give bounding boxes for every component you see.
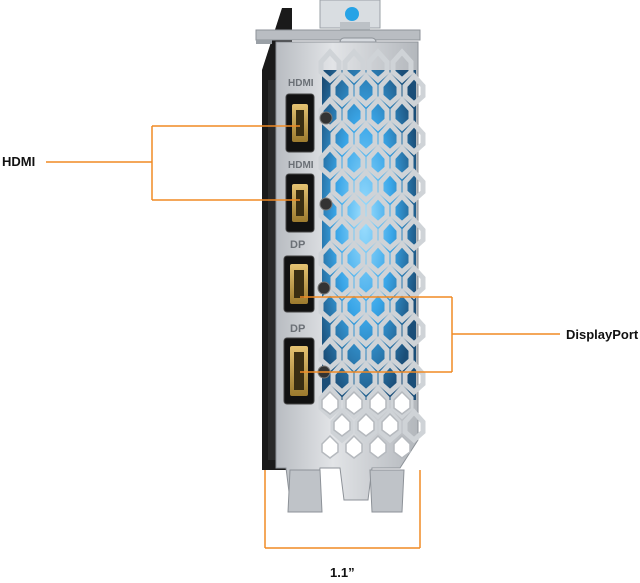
- vent-cell: [318, 48, 342, 84]
- vent-cell: [402, 312, 426, 348]
- hdmi-port-top: [285, 93, 333, 153]
- vent-cell: [342, 96, 366, 132]
- vent-cell: [354, 408, 378, 444]
- vent-cell: [342, 192, 366, 228]
- vent-cell: [390, 288, 414, 324]
- dp-callout-lines: [300, 296, 560, 373]
- hdmi-marking-bottom: HDMI: [288, 160, 314, 171]
- vent-cell: [393, 434, 411, 459]
- vent-cell: [366, 144, 390, 180]
- vent-cell: [369, 434, 387, 459]
- displayport-callout-label: DisplayPort: [566, 327, 639, 342]
- vent-cell: [318, 288, 342, 324]
- hdmi-port-bottom: [285, 173, 333, 233]
- vent-cell: [390, 48, 414, 84]
- vent-cell: [354, 72, 378, 108]
- vent-cell: [366, 96, 390, 132]
- vent-cell: [390, 96, 414, 132]
- vent-cell: [318, 192, 342, 228]
- vent-cell: [378, 408, 402, 444]
- vent-cell: [378, 72, 402, 108]
- vent-cell: [366, 240, 390, 276]
- vent-cell: [366, 288, 390, 324]
- vent-cell: [402, 168, 426, 204]
- vent-cell: [354, 312, 378, 348]
- vent-cell: [342, 240, 366, 276]
- vent-cell: [357, 412, 375, 437]
- vent-cell: [330, 264, 354, 300]
- vent-cell: [366, 336, 390, 372]
- vent-cell: [333, 412, 351, 437]
- vent-cell: [330, 312, 354, 348]
- vent-cell: [318, 144, 342, 180]
- vent-cell: [318, 336, 342, 372]
- vent-cell: [354, 264, 378, 300]
- vent-cell: [342, 288, 366, 324]
- vent-cell: [366, 48, 390, 84]
- vent-cell: [378, 216, 402, 252]
- vent-cell: [321, 390, 339, 415]
- vent-cell: [402, 264, 426, 300]
- vent-cell: [321, 434, 339, 459]
- vent-cell: [369, 390, 387, 415]
- dp-marking-bottom: DP: [290, 323, 305, 335]
- displayport-bottom: [283, 337, 331, 405]
- vent-cell: [330, 408, 354, 444]
- vent-grid: [318, 48, 426, 459]
- vent-cell: [342, 144, 366, 180]
- vent-cell: [402, 408, 426, 444]
- vent-cell: [330, 360, 354, 396]
- vent-cell: [390, 384, 414, 420]
- vent-cell: [342, 48, 366, 84]
- vent-cell: [345, 390, 363, 415]
- vent-cell: [378, 312, 402, 348]
- vent-cell: [378, 168, 402, 204]
- vent-cell: [378, 264, 402, 300]
- displayport-top: [283, 255, 331, 313]
- vent-cell: [354, 360, 378, 396]
- hdmi-marking-top: HDMI: [288, 78, 314, 89]
- vent-cell: [330, 120, 354, 156]
- bracket-bottom-tabs: [287, 469, 405, 513]
- hdmi-callout-lines: [46, 125, 300, 201]
- hdmi-callout-label: HDMI: [2, 154, 36, 169]
- vent-cell: [390, 192, 414, 228]
- vent-cell: [318, 240, 342, 276]
- vent-cell: [378, 120, 402, 156]
- vent-cell: [330, 72, 354, 108]
- dp-marking-top: DP: [290, 239, 305, 251]
- vent-cell: [393, 390, 411, 415]
- vent-cell: [381, 412, 399, 437]
- width-dimension-lines: [264, 470, 421, 549]
- vent-cell: [390, 336, 414, 372]
- bracket-width-label: 1.1”: [330, 565, 355, 580]
- vent-cell: [354, 216, 378, 252]
- vent-cell: [390, 144, 414, 180]
- vent-cell: [330, 168, 354, 204]
- vent-cell: [402, 72, 426, 108]
- vent-cell: [390, 240, 414, 276]
- vent-cell: [366, 384, 390, 420]
- vent-cell: [318, 384, 342, 420]
- vent-cell: [378, 360, 402, 396]
- vent-cell: [402, 120, 426, 156]
- vent-cell: [354, 120, 378, 156]
- vent-cell: [354, 168, 378, 204]
- vent-cell: [366, 192, 390, 228]
- vent-cell: [342, 384, 366, 420]
- vent-cell: [402, 360, 426, 396]
- vent-cell: [402, 216, 426, 252]
- vent-cell: [330, 216, 354, 252]
- vent-cell: [342, 336, 366, 372]
- vent-cell: [345, 434, 363, 459]
